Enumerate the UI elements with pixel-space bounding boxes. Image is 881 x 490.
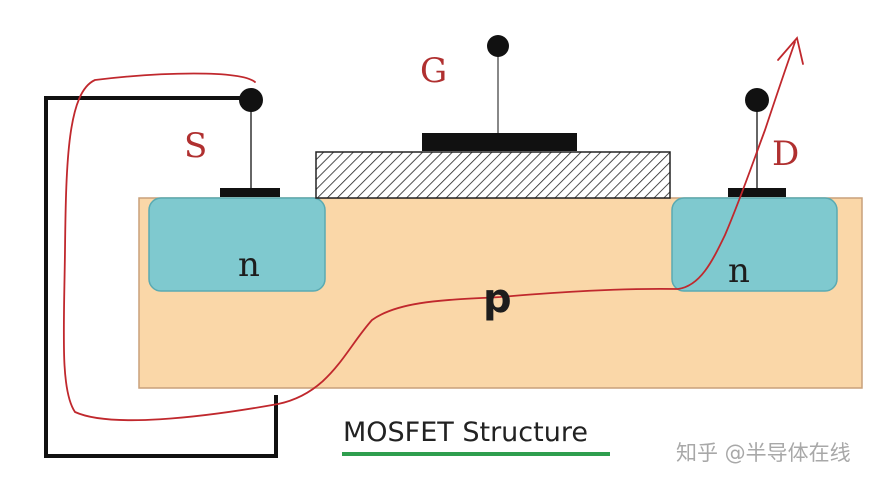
drain-contact [728,188,786,197]
caption-underline [342,452,610,456]
label-gate: G [420,51,447,91]
drain-n-region [671,197,838,292]
source-contact [220,188,280,197]
label-source-n: n [238,245,260,285]
gate-terminal [487,35,509,57]
source-n-region [148,197,326,292]
gate-metal [422,133,577,151]
watermark: 知乎 @半导体在线 [676,441,851,465]
drain-terminal [745,88,769,112]
caption: MOSFET Structure [343,417,588,448]
current-path [62,41,796,422]
source-wire [44,96,278,458]
gate-oxide [315,151,671,199]
label-substrate-p: p [483,276,512,322]
label-drain: D [772,134,799,174]
current-arrow-head-icon [777,36,804,65]
label-drain-n: n [728,251,750,291]
label-source: S [184,126,207,166]
